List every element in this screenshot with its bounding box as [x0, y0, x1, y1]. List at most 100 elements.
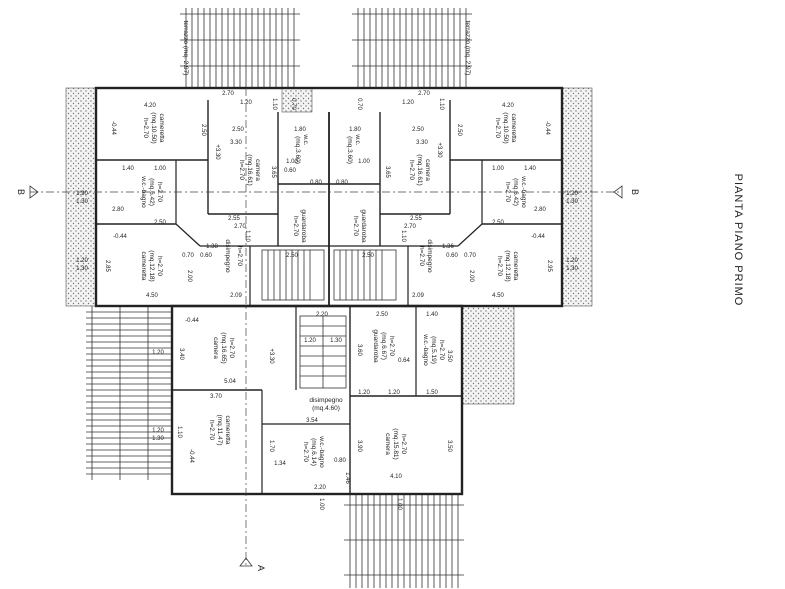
dim: 1.20	[76, 258, 88, 264]
room-disimp-c-name: disimpegno	[309, 397, 343, 404]
dim: 2.50	[492, 220, 504, 226]
room-camera-bl-height: h=2.70	[228, 338, 235, 358]
room-bagno-r-name: w.c.-bagno	[520, 175, 527, 208]
dim: 0.70	[290, 98, 296, 110]
room-cam-bl2-height: h=2.70	[208, 420, 215, 440]
room-camera-r-name: camera	[424, 159, 431, 181]
dim: 1.40	[426, 312, 438, 318]
room-camera-l-area: (mq.16.61)	[246, 154, 253, 185]
section-marker-bottom: A	[256, 565, 266, 571]
dim: 2.50	[412, 127, 424, 133]
room-cam-ml-name: cameretta	[140, 252, 147, 281]
dim: 1.50	[426, 390, 438, 396]
room-camera-r-height: h=2.70	[408, 160, 415, 180]
walls	[94, 86, 564, 496]
dim: 3.40	[178, 348, 184, 360]
room-bagno-l-name: w.c.-bagno	[140, 175, 147, 208]
room-wc-b-area: (mq.5.19)	[430, 336, 437, 364]
dim: 1.20	[304, 338, 316, 344]
room-camera-br-height: h=2.70	[400, 434, 407, 454]
dim: 1.00	[318, 498, 324, 510]
dim: 3.50	[446, 350, 452, 362]
room-guard-b-area: (mq.6.67)	[380, 332, 387, 360]
dim: 2.20	[316, 312, 328, 318]
dim: 2.50	[456, 124, 462, 136]
dim: 1.20	[566, 191, 578, 197]
dim: 0.60	[200, 253, 212, 259]
room-cam-mr-area: (mq.12.18)	[504, 250, 511, 281]
pergola-left	[86, 306, 172, 480]
dim: 3.50	[446, 440, 452, 452]
dim: 2.09	[412, 293, 424, 299]
dim: 2.50	[200, 124, 206, 136]
room-wc-l-name: w.c.	[302, 133, 309, 145]
dim: 2.80	[534, 207, 546, 213]
dim: 4.50	[146, 293, 158, 299]
dim: 2.00	[186, 270, 192, 282]
room-wc-r-name: w.c.	[354, 133, 361, 145]
section-lines	[30, 88, 620, 565]
dim: 2.50	[154, 220, 166, 226]
room-bagno-c-area: (mq.6.14)	[310, 438, 317, 466]
room-bagno-l-area: (mq.6.42)	[148, 178, 155, 206]
dim: 1.38	[206, 244, 218, 250]
room-guard-l-height: h=2.70	[292, 216, 299, 236]
dim: 1.70	[268, 440, 274, 452]
dim: 1.30	[330, 338, 342, 344]
room-cam-tr-height: h=2.70	[494, 118, 501, 138]
dim: 1.36	[442, 244, 454, 250]
dim: 1.00	[492, 166, 504, 172]
room-cam-bl2-name: cameretta	[224, 416, 231, 445]
dim: 3.65	[384, 166, 390, 178]
room-cam-ml-height: h=2.70	[156, 256, 163, 276]
dim: 0.80	[334, 458, 346, 464]
section-marker-left: B	[16, 189, 26, 195]
room-cam-mr-height: h=2.70	[496, 256, 503, 276]
room-cam-tr-area: (mq.10.50)	[502, 112, 509, 143]
dim: 1.10	[271, 98, 277, 110]
dim: 1.20	[76, 191, 88, 197]
dim: 1.30	[76, 199, 88, 205]
dim: 2.70	[234, 224, 246, 230]
dim: 2.55	[228, 216, 240, 222]
room-labels: cameretta (mq.10.50) h=2.70 cameretta (m…	[140, 21, 527, 469]
room-disimp-c-area: (mq.4.60)	[312, 405, 340, 412]
dim: 2.50	[286, 253, 298, 259]
dim: 2.95	[546, 260, 552, 272]
level-mark: -0.44	[185, 318, 199, 324]
level-mark: +3.30	[214, 144, 220, 160]
dim: 4.20	[144, 103, 156, 109]
dimension-labels: 2.70 2.70 1.20 1.20 1.10 0.70 1.10 0.70 …	[76, 91, 578, 510]
dim: 1.46	[344, 472, 350, 484]
room-bagno-r-height: h=2.70	[504, 182, 511, 202]
room-bagno-c-name: w.c.-bagno	[318, 435, 325, 468]
room-cam-ml-area: (mq.12.18)	[148, 250, 155, 281]
dim: 1.20	[152, 428, 164, 434]
room-disimp-l-name: disimpegno	[224, 239, 231, 273]
dim: 2.50	[232, 127, 244, 133]
room-cam-tl-height: h=2.70	[142, 118, 149, 138]
dim: 1.20	[358, 390, 370, 396]
room-bagno-l-height: h=2.70	[156, 182, 163, 202]
dim: 1.20	[402, 100, 414, 106]
dim: 1.20	[388, 390, 400, 396]
dim: 0.64	[398, 358, 410, 364]
terrace-top-left-label: terrazzo (mq. 2.97)	[182, 21, 189, 76]
dim: 1.20	[566, 258, 578, 264]
dim: 3.65	[270, 166, 276, 178]
dim: 1.00	[358, 159, 370, 165]
dim: 0.70	[464, 253, 476, 259]
room-wc-l-area: (mq.3.60)	[294, 136, 301, 164]
room-guard-b-height: h=2.70	[388, 336, 395, 356]
dim: 3.54	[306, 418, 318, 424]
page-title: PIANTA PIANO PRIMO	[732, 174, 744, 307]
dim: 1.30	[566, 266, 578, 272]
pergola-top-left	[180, 8, 300, 88]
dim: 2.85	[104, 260, 110, 272]
dim: 1.00	[286, 159, 298, 165]
dim: 1.00	[396, 498, 402, 510]
room-cam-tl-area: (mq.10.50)	[150, 112, 157, 143]
dim: 2.20	[314, 485, 326, 491]
room-cam-mr-name: cameretta	[512, 252, 519, 281]
